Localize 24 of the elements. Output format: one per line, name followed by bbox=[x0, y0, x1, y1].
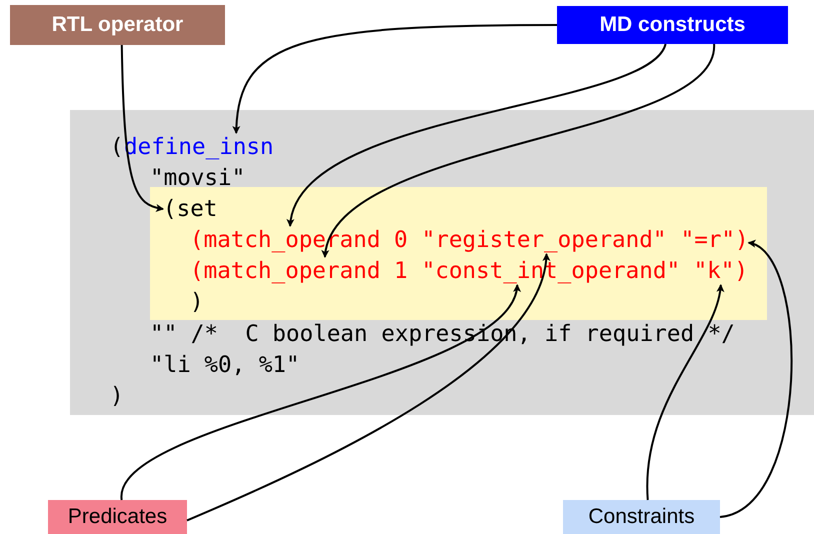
arrow bbox=[186, 253, 550, 522]
callout-tag: Constraints bbox=[563, 500, 720, 534]
code-text: (set bbox=[163, 195, 218, 223]
arrow bbox=[120, 284, 519, 500]
code-text: "register_operand" bbox=[422, 226, 666, 254]
highlight-box bbox=[150, 187, 767, 320]
code-text: "movsi" bbox=[150, 164, 246, 192]
code-block bbox=[70, 110, 814, 415]
callout-tag: Predicates bbox=[48, 500, 187, 534]
arrow bbox=[646, 284, 724, 500]
callout-tag: RTL operator bbox=[10, 5, 225, 45]
arrow bbox=[232, 24, 557, 134]
code-text: "=r") bbox=[680, 226, 749, 254]
code-text: "li %0, %1" bbox=[150, 351, 300, 379]
arrow bbox=[720, 242, 792, 518]
arrow bbox=[323, 44, 716, 258]
code-text: (match_operand 1 bbox=[190, 257, 408, 285]
arrow bbox=[120, 44, 164, 212]
code-text: ( bbox=[110, 133, 124, 161]
arrow bbox=[288, 43, 666, 227]
code-text: ) bbox=[190, 288, 204, 316]
callout-tag: MD constructs bbox=[557, 6, 788, 44]
code-text: ) bbox=[110, 382, 124, 410]
code-text: "k") bbox=[694, 257, 748, 285]
